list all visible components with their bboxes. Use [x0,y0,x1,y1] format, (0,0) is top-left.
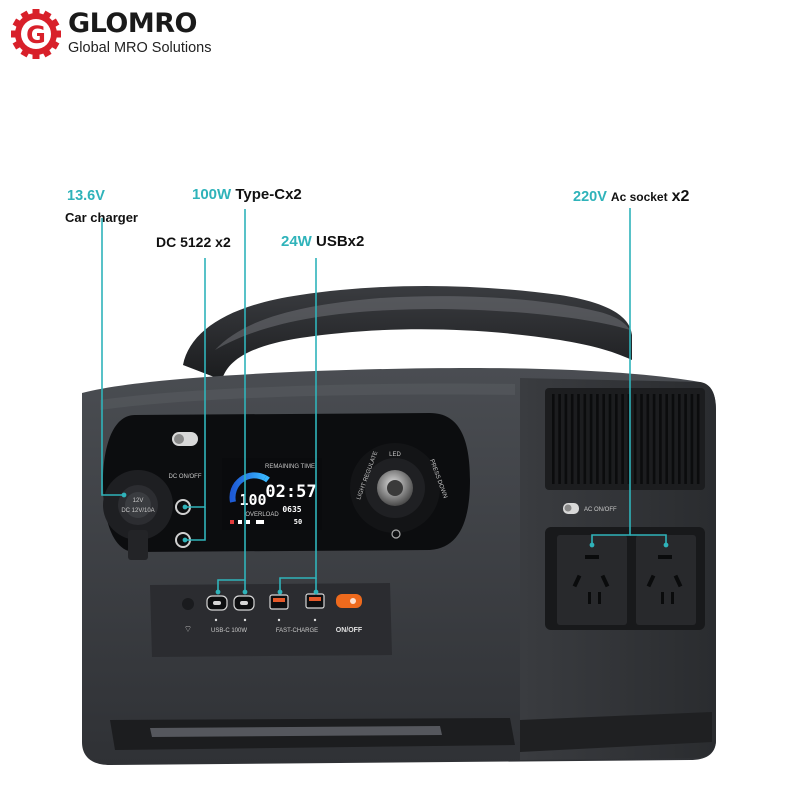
callout-lines [101,208,669,595]
vent-slat [684,394,687,484]
vent-slat [690,394,694,484]
svg-text:ON/OFF: ON/OFF [336,627,363,634]
svg-text:FAST-CHARGE: FAST-CHARGE [276,628,318,634]
vent-slat [589,394,593,484]
svg-text:DC 12V/10A: DC 12V/10A [121,508,154,514]
lcd-display: 100 REMAINING TIME 02:57 0635 50 OVERLOA… [222,458,322,530]
vent-slat [633,394,637,484]
ac-socket-2 [636,535,696,625]
svg-text:12V: 12V [133,498,144,504]
glomro-logo-icon: G [11,9,61,59]
wireless-button[interactable] [182,598,194,610]
control-panel: 12V DC 12V/10A DC ON/OFF 100 REMAINING T… [103,413,470,560]
vent-slat [652,394,656,484]
vent-slat [558,394,561,484]
battery-percent: 100 [239,491,266,509]
vent-slat [627,394,631,484]
vent-slat [646,394,650,484]
svg-text:LED: LED [389,452,401,458]
vent-slat [615,394,618,484]
vent-slat [665,394,668,484]
power-button[interactable] [336,594,362,608]
svg-text:DC ON/OFF: DC ON/OFF [169,474,202,480]
car-charger-label: Car charger [65,210,138,225]
vent-slat [570,394,574,484]
svg-text:USB-C 100W: USB-C 100W [211,628,247,634]
vent-slat [659,394,662,484]
vent-grille [545,388,705,490]
car-charger-value: 13.6V [67,188,105,204]
vent-slat [608,394,612,484]
svg-text:G: G [26,21,46,49]
vent-slat [596,394,599,484]
type-c-callout: 100W Type-Cx2 [192,186,302,203]
vent-slat [564,394,568,484]
vent-slat [640,394,643,484]
vent-slat [678,394,681,484]
svg-text:AC ON/OFF: AC ON/OFF [584,507,617,513]
vent-slat [577,394,580,484]
usb-callout: 24W USBx2 [281,233,365,250]
svg-text:REMAINING TIME: REMAINING TIME [265,464,315,470]
svg-text:⌔: ⌔ [184,624,192,634]
vent-slat [621,394,624,484]
brand-name: GLOMRO [68,8,197,39]
brand-tagline: Global MRO Solutions [68,40,212,56]
vent-slat [696,394,700,484]
remaining-time: 02:57 [265,482,316,502]
watt-out: 0635 [282,505,301,514]
vent-slat [552,394,555,484]
watt-in: 50 [294,518,302,526]
led-light[interactable]: LED LIGHT REGULATE PRESS DOWN [350,443,448,539]
vent-slat [583,394,587,484]
carry-handle [183,286,632,380]
ac-section: AC ON/OFF [545,503,705,630]
dc-callout: DC 5122 x2 [156,234,231,250]
port-bay: ⌔ USB-C 100W FAST-CHARGE ON/OFF [150,583,392,657]
svg-text:OVERLOAD: OVERLOAD [245,512,279,518]
vent-slat [671,394,675,484]
vent-slat [602,394,605,484]
ac-callout: 220V Ac socket x2 [573,188,690,205]
ac-socket-1 [557,535,627,625]
